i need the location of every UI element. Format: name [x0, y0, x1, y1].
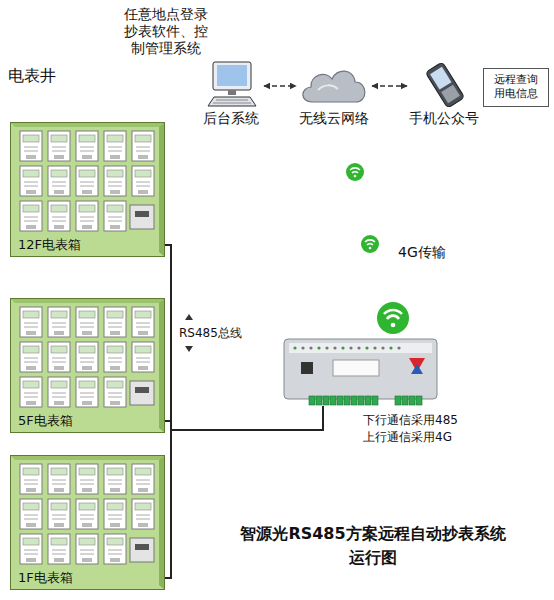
dev-icon [283, 338, 438, 406]
cabinet-label: 12F电表箱 [18, 236, 81, 254]
cab-icon [10, 122, 165, 257]
node-label: 手机公众号 [409, 110, 479, 128]
wifi-icon [346, 163, 364, 181]
meter-cabinet: 5F电表箱 [10, 298, 165, 433]
cab-icon [10, 455, 165, 590]
server-computer: 后台系统 [200, 60, 262, 128]
cabinet-label: 5F电表箱 [18, 412, 73, 430]
annotation-label: 电表井 [8, 66, 56, 87]
wifi-icon [361, 235, 379, 253]
network-link [372, 85, 407, 86]
meter-cabinet: 12F电表箱 [10, 122, 165, 257]
cloud-network: 无线云网络 [298, 60, 370, 128]
wifi-icon [377, 302, 409, 334]
diagram-caption: 智源光RS485方案远程自动抄表系统运行图 [237, 522, 509, 570]
node-label: 后台系统 [200, 110, 262, 128]
device-caption: 下行通信采用485 上行通信采用4G [363, 412, 467, 446]
cabinet-label: 1F电表箱 [18, 569, 73, 587]
phone-icon [409, 60, 479, 110]
mobile-phone: 手机公众号 [409, 60, 479, 128]
note-text: 任意地点登录抄表软件、控制管理系统 [122, 6, 210, 57]
meter-cabinet: 1F电表箱 [10, 455, 165, 590]
bus-wire [165, 245, 323, 430]
pc-icon [200, 60, 262, 110]
note-box: 远程查询用电信息 [483, 68, 549, 107]
cloud-icon [298, 60, 370, 110]
concentrator-device: 下行通信采用485 上行通信采用4G [283, 338, 438, 406]
node-label: 无线云网络 [298, 110, 370, 128]
cab-icon [10, 298, 165, 433]
network-link [264, 85, 296, 86]
annotation-label: RS485总线 [177, 325, 244, 342]
note-text: 远程查询用电信息 [494, 73, 538, 102]
annotation-label: 4G传输 [398, 244, 446, 262]
bus-wire [165, 406, 323, 430]
bus-wire [165, 406, 323, 578]
